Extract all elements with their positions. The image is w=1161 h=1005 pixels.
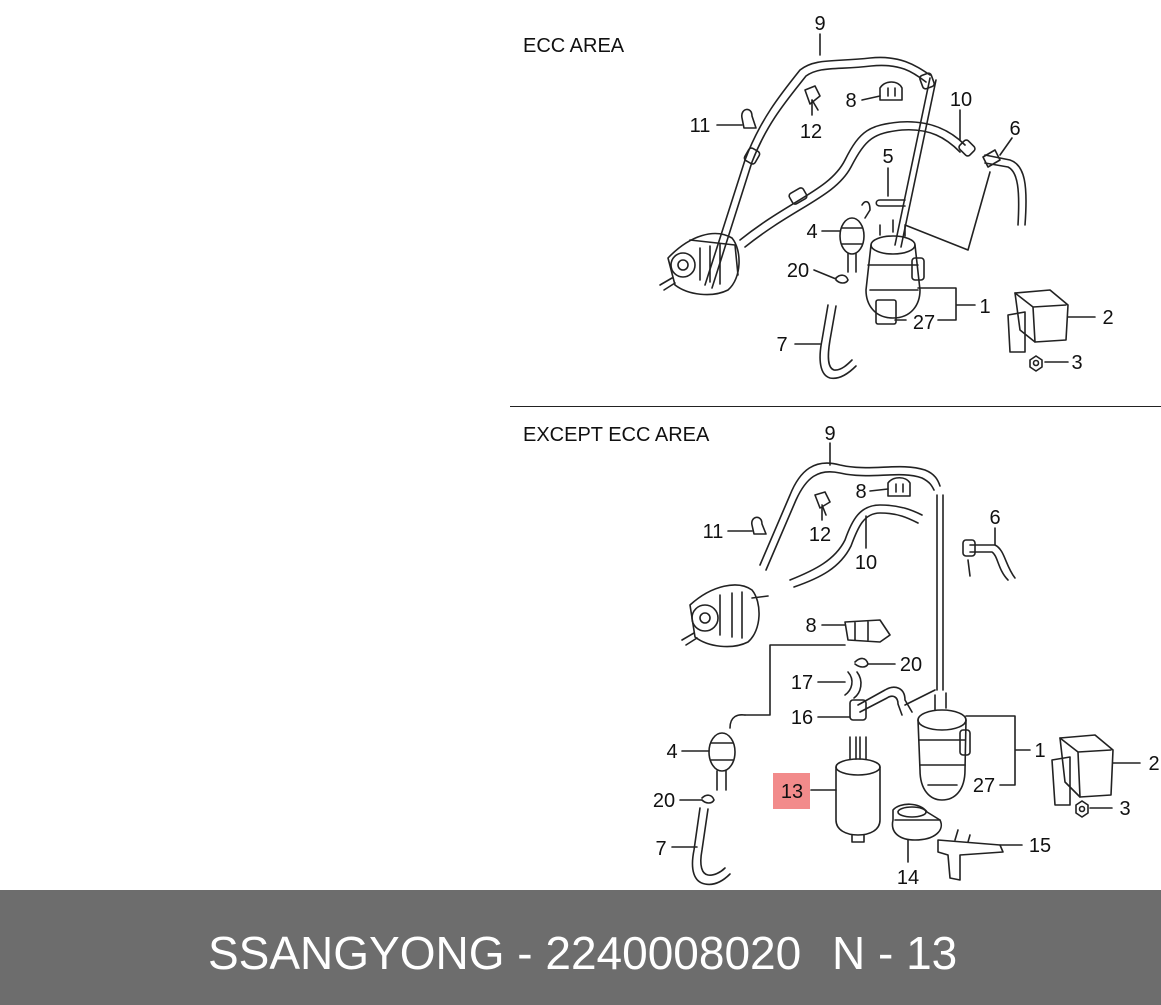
- ecc-nut-3: [1029, 355, 1043, 372]
- ecc-injection-pump: [659, 232, 740, 296]
- filter-bracket-15: [937, 829, 1004, 881]
- callout-except-12: 12: [809, 524, 831, 546]
- ecc-area-title: ECC AREA: [523, 35, 625, 57]
- callout-ecc-27: 27: [913, 312, 935, 334]
- except-hose-16: [849, 686, 913, 721]
- callout-except-1: 1: [1034, 740, 1045, 762]
- except-line-6: [969, 544, 1016, 579]
- fuel-system-diagram: ECC AREA EXCEPT ECC AREA: [510, 13, 1161, 889]
- callout-ecc-6: 6: [1009, 118, 1020, 140]
- parts-drawing: 9 10 6 8 12 11 5 4 20 1 27 2 3 7 9 8 12 …: [653, 13, 1160, 889]
- reference-number-text: N - 13: [832, 927, 958, 979]
- callout-except-9: 9: [824, 423, 835, 445]
- ecc-line-to-filter: [894, 77, 931, 246]
- except-injection-pump: [681, 584, 769, 648]
- except-fuel-line-10: [789, 504, 923, 588]
- ecc-clip-8: [879, 81, 903, 101]
- callout-ecc-5: 5: [882, 146, 893, 168]
- callout-ecc-10: 10: [950, 89, 972, 111]
- except-fuel-line-9: [759, 462, 941, 571]
- except-line-to-filter: [936, 494, 944, 691]
- ecc-priming-pump-4: [839, 200, 871, 273]
- ecc-clamp-20: [835, 274, 849, 284]
- ecc-fuel-line-10: [739, 120, 966, 248]
- callout-except-6: 6: [989, 507, 1000, 529]
- except-clip-8b: [844, 619, 891, 643]
- callout-ecc-9: 9: [814, 13, 825, 35]
- ecc-clip-12: [804, 85, 821, 111]
- ecc-line-6: [984, 154, 1027, 226]
- callout-ecc-1: 1: [979, 296, 990, 318]
- callout-except-7: 7: [655, 838, 666, 860]
- callout-ecc-4: 4: [806, 221, 817, 243]
- callout-except-14: 14: [897, 867, 919, 889]
- part-number-text: SSANGYONG - 2240008020: [208, 927, 802, 979]
- callout-except-15: 15: [1029, 835, 1051, 857]
- callout-except-20b: 20: [653, 790, 675, 812]
- callout-except-8a: 8: [855, 481, 866, 503]
- except-feed-line: [744, 644, 846, 716]
- ecc-line-to-filter-b: [904, 171, 991, 251]
- footer-banner: SSANGYONG - 2240008020 N - 13: [0, 890, 1161, 1005]
- callout-ecc-8: 8: [845, 90, 856, 112]
- except-clip-12: [814, 491, 831, 516]
- callout-except-20a: 20: [900, 654, 922, 676]
- filter-holder-14: [891, 803, 942, 841]
- except-clip-8a: [887, 476, 911, 497]
- except-bracket-2: [1051, 734, 1114, 806]
- section-divider: [510, 406, 1161, 407]
- callout-ecc-12: 12: [800, 121, 822, 143]
- except-nut-3: [1075, 800, 1089, 818]
- callout-except-16: 16: [791, 707, 813, 729]
- ecc-callouts: 9 10 6 8 12 11 5 4 20 1 27 2 3 7: [690, 13, 1114, 374]
- callout-except-8b: 8: [805, 615, 816, 637]
- callout-except-10: 10: [855, 552, 877, 574]
- ecc-hose-5: [875, 199, 906, 207]
- callout-except-13: 13: [781, 781, 803, 803]
- callout-ecc-7: 7: [776, 334, 787, 356]
- callout-ecc-3: 3: [1071, 352, 1082, 374]
- ecc-fuel-line-9: [704, 56, 931, 289]
- fuel-filter-13: [835, 736, 881, 843]
- callout-except-27: 27: [973, 775, 995, 797]
- except-clamp-20-lower: [701, 794, 715, 804]
- ecc-bracket-2: [1007, 289, 1069, 353]
- callout-ecc-11: 11: [690, 115, 711, 137]
- callout-ecc-2: 2: [1102, 307, 1113, 329]
- callout-except-11: 11: [703, 521, 724, 543]
- except-hose-7: [691, 807, 731, 886]
- except-clip-11: [751, 516, 767, 535]
- callout-ecc-20: 20: [787, 260, 809, 282]
- except-hose-17: [844, 671, 862, 699]
- except-ecc-area-title: EXCEPT ECC AREA: [523, 424, 710, 446]
- callout-except-4: 4: [666, 741, 677, 763]
- ecc-clip-11: [741, 108, 757, 129]
- callout-except-17: 17: [791, 672, 813, 694]
- callout-except-2: 2: [1148, 753, 1159, 775]
- callout-except-3: 3: [1119, 798, 1130, 820]
- except-clamp-20-upper: [854, 657, 869, 668]
- ecc-hose-7: [819, 304, 857, 380]
- except-callouts: 9 8 12 11 10 6 8 20 17 16 4 13 20 7 14 1…: [653, 423, 1160, 889]
- except-fuel-filter-1: [917, 692, 971, 801]
- highlight-box-13: [773, 773, 810, 809]
- except-priming-pump-4: [708, 713, 746, 791]
- ecc-fuel-filter-1: [865, 219, 925, 325]
